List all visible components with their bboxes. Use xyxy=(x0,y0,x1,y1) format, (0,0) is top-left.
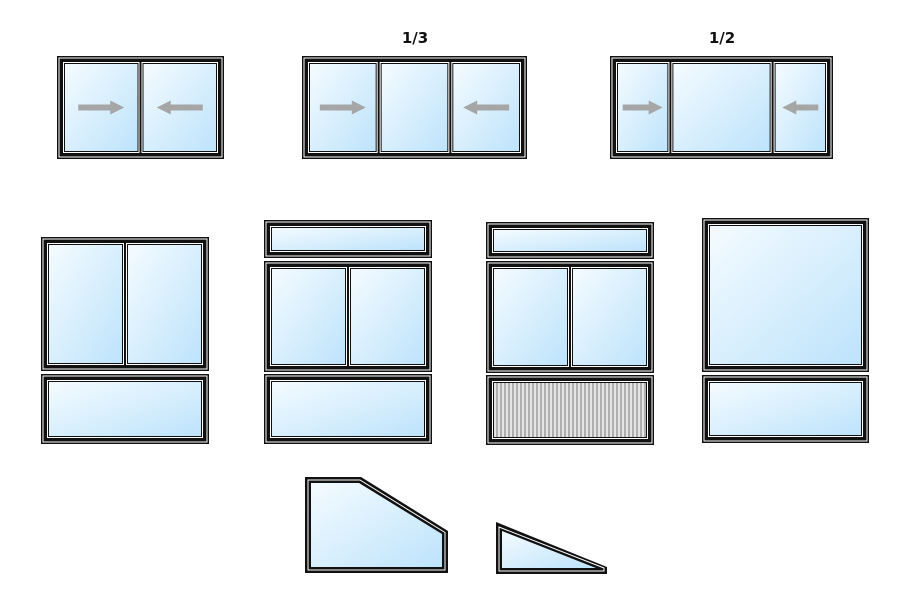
sliding-window-two-panels xyxy=(57,56,224,159)
arrow-left-icon xyxy=(782,100,819,115)
glass-pane xyxy=(49,245,122,363)
window-with-transom-two-panels-bottom-mesh xyxy=(486,222,654,445)
arrow-right-icon xyxy=(78,100,125,115)
window-single-panel-with-bottom-fixed xyxy=(702,218,869,443)
glass-pane xyxy=(494,269,567,365)
triangle-window xyxy=(496,522,607,574)
window-with-transom-two-panels-bottom-fixed xyxy=(264,220,432,444)
glass-pane xyxy=(272,269,345,364)
glass-pane xyxy=(710,226,861,364)
trapezoid-glass xyxy=(311,483,442,567)
sliding-window-three-panels-thirds xyxy=(302,56,527,159)
glass-pane xyxy=(573,269,646,365)
label-one-third: 1/3 xyxy=(402,29,428,47)
sliding-window-three-panels-halves xyxy=(610,56,833,159)
mesh-panel xyxy=(494,383,646,437)
bottom-fixed-pane xyxy=(710,383,861,435)
window-two-panels-with-bottom-fixed xyxy=(41,237,209,444)
bottom-fixed-pane xyxy=(49,382,201,436)
glass-pane xyxy=(351,269,424,364)
arrow-left-icon xyxy=(463,100,510,115)
transom-pane xyxy=(272,228,424,250)
arrow-left-icon xyxy=(156,100,203,115)
glass-pane xyxy=(128,245,201,363)
arrow-right-icon xyxy=(319,100,366,115)
sliding-panel xyxy=(673,64,770,151)
arrow-right-icon xyxy=(622,100,663,115)
trapezoid-window xyxy=(305,477,448,573)
label-one-half: 1/2 xyxy=(709,29,735,47)
triangle-glass xyxy=(502,531,596,568)
bottom-fixed-pane xyxy=(272,382,424,436)
transom-pane xyxy=(494,230,646,251)
sliding-panel xyxy=(381,64,448,151)
